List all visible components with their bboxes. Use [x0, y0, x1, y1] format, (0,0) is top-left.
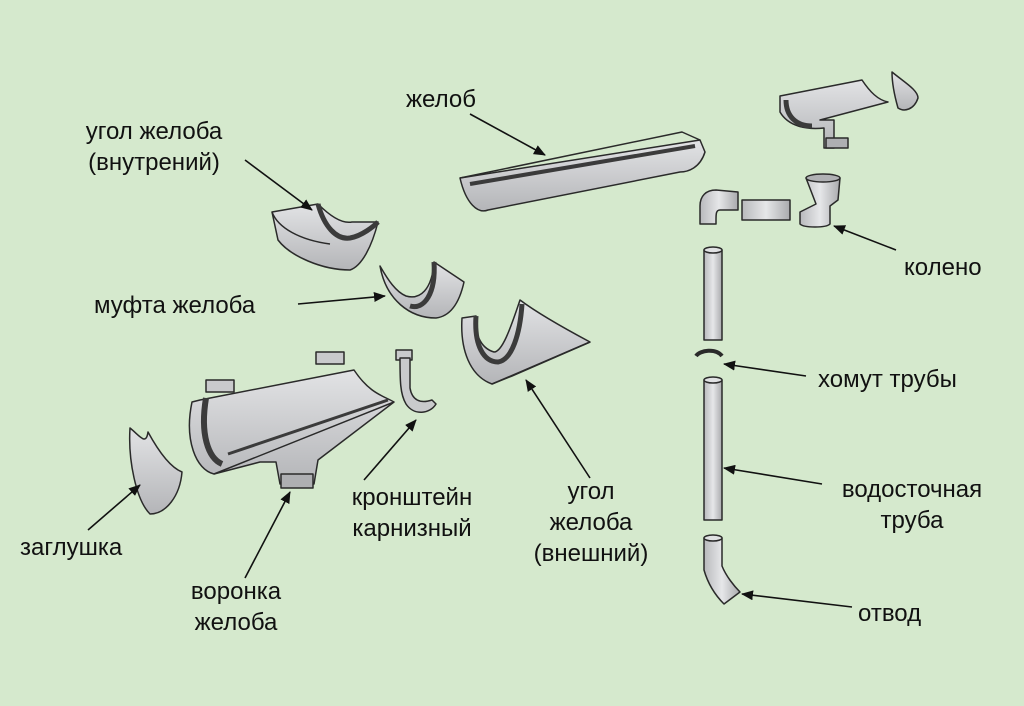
- label-kronshtein-line2: карнизный: [352, 515, 472, 542]
- arrow-truba: [723, 464, 823, 485]
- label-koleno: колено: [904, 252, 982, 283]
- label-truba-line1: водосточная: [841, 476, 983, 503]
- arrow-koleno: [833, 225, 897, 251]
- label-voronka-line1: воронка: [190, 578, 282, 605]
- label-ugol-vnesh-line2: желоба: [549, 509, 633, 536]
- label-voronka-line2: желоба: [194, 609, 278, 636]
- label-kronshtein-line1: кронштейн: [351, 484, 473, 511]
- coupling-part: [379, 261, 465, 319]
- arrow-ugol-vnutr: [244, 159, 313, 211]
- end-cap-part: [128, 427, 183, 515]
- funnel-part: [188, 351, 395, 489]
- label-ugol-vnesh: угол желоба (внешний): [516, 476, 666, 569]
- arrow-ugol-vnesh: [525, 379, 591, 479]
- label-ugol-vnutr-line2: (внутрений): [88, 149, 220, 176]
- gutter-part: [459, 131, 706, 212]
- label-zaglushka: заглушка: [20, 532, 122, 563]
- inner-corner-part: [271, 203, 380, 271]
- label-zhelob: желоб: [406, 84, 476, 115]
- label-truba-line2: труба: [880, 507, 944, 534]
- label-otvod-line: отвод: [858, 600, 922, 627]
- arrow-zhelob: [469, 113, 546, 156]
- outer-corner-part: [461, 299, 591, 385]
- label-kronshtein: кронштейн карнизный: [332, 482, 492, 544]
- label-ugol-vnutr: угол желоба (внутрений): [68, 116, 240, 178]
- label-truba: водосточная труба: [824, 474, 1000, 536]
- gutter-outlet-part: [779, 71, 919, 149]
- label-homut: хомут трубы: [818, 364, 957, 395]
- downpipe-part: [694, 173, 841, 605]
- label-ugol-vnesh-line3: (внешний): [533, 540, 649, 567]
- arrow-mufta: [297, 292, 386, 305]
- label-zaglushka-line: заглушка: [20, 534, 123, 561]
- arrow-otvod: [741, 590, 853, 608]
- label-otvod: отвод: [858, 598, 921, 629]
- label-ugol-vnutr-line1: угол желоба: [85, 118, 223, 145]
- label-ugol-vnesh-line1: угол: [567, 478, 615, 505]
- arrow-homut: [723, 360, 807, 377]
- label-mufta: муфта желоба: [94, 290, 255, 321]
- label-voronka: воронка желоба: [176, 576, 296, 638]
- bracket-part: [395, 349, 437, 413]
- label-homut-line: хомут трубы: [818, 366, 957, 393]
- label-zhelob-line: желоб: [406, 86, 476, 113]
- arrow-zaglushka: [87, 484, 141, 531]
- label-koleno-line: колено: [904, 254, 982, 281]
- arrow-kronshtein: [363, 419, 417, 481]
- label-mufta-line: муфта желоба: [94, 292, 256, 319]
- arrow-voronka: [244, 491, 291, 579]
